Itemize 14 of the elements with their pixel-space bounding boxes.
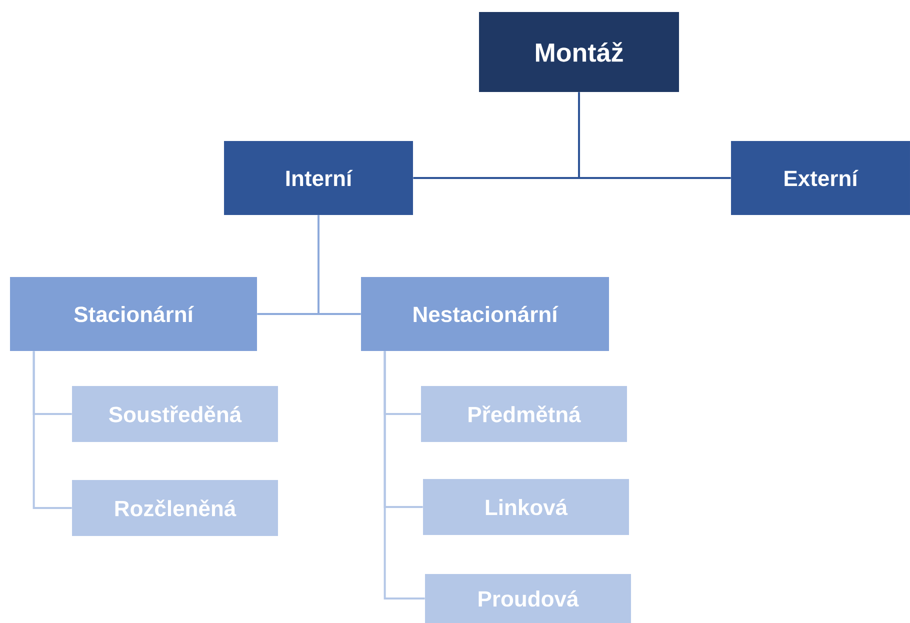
- connector: [32, 351, 72, 509]
- item-box: Soustředěná: [72, 386, 278, 442]
- connector: [578, 92, 731, 179]
- connector: [384, 351, 425, 600]
- category-box: Nestacionární: [361, 277, 609, 351]
- category-box: Interní: [224, 141, 413, 215]
- item-box: Předmětná: [421, 386, 627, 442]
- item-box: Linková: [423, 479, 629, 535]
- connector: [318, 215, 361, 315]
- category-box: Stacionární: [10, 277, 257, 351]
- item-box: Rozčleněná: [72, 480, 278, 536]
- title-box: Montáž: [479, 12, 679, 92]
- item-box: Proudová: [425, 574, 631, 623]
- category-box: Externí: [731, 141, 910, 215]
